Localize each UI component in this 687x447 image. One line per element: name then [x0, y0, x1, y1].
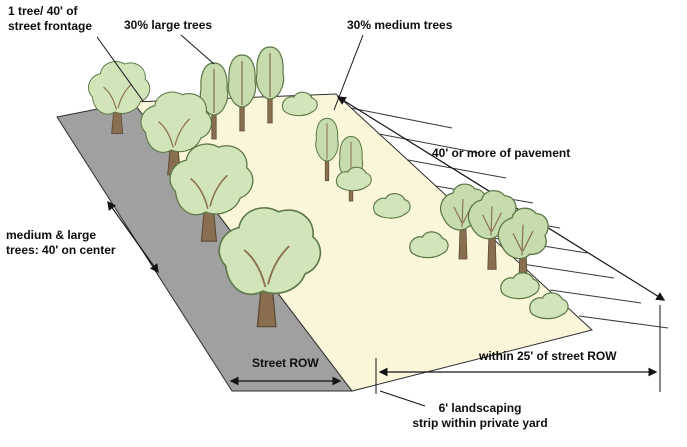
tree-spacing-arrow	[107, 200, 159, 274]
medium-trees-leader	[333, 34, 364, 111]
label-tree-spacing: medium & large trees: 40' on center	[6, 228, 116, 257]
label-within-25: within 25' of street ROW	[479, 349, 617, 363]
landscaping-strip-leader	[379, 390, 426, 407]
label-medium-trees: 30% medium trees	[347, 18, 453, 32]
label-large-trees: 30% large trees	[124, 18, 213, 32]
label-street-row: Street ROW	[252, 356, 319, 370]
label-pavement-width: 40' or more of pavement	[432, 146, 571, 160]
label-street-frontage: 1 tree/ 40' of street frontage	[8, 4, 93, 33]
street-frontage-leader	[96, 36, 144, 102]
large-trees-leader	[180, 34, 215, 65]
label-landscaping-strip: 6' landscaping strip within private yard	[412, 401, 548, 430]
